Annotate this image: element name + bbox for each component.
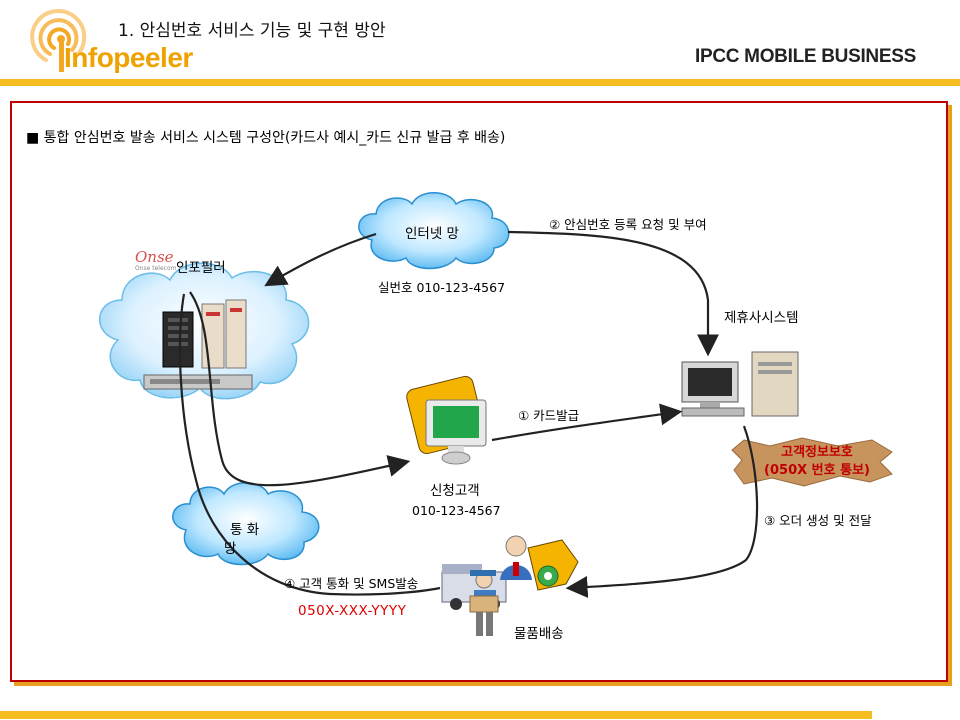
arrow-step3-to-delivery: [565, 425, 759, 598]
arrow-internet-to-infopeeler: [264, 232, 377, 287]
call-network-cloud-icon: [172, 482, 320, 566]
network-switch-icon: [143, 374, 253, 390]
delivery-label: 물품배송: [514, 626, 564, 642]
applicant-label: 신청고객: [430, 483, 480, 499]
partner-system-label: 제휴사시스템: [724, 310, 799, 326]
section-title: ■ 통합 안심번호 발송 서비스 시스템 구성안(카드사 예시_카드 신규 발급…: [26, 130, 506, 146]
header-divider: [0, 79, 960, 86]
infopeeler-label: 인포필러: [176, 260, 226, 276]
applicant-kiosk-icon: [406, 375, 487, 465]
internet-cloud-label: 인터넷 망: [405, 226, 459, 242]
safe-number-label: 050X-XXX-YYYY: [298, 603, 407, 619]
line-call-to-delivery: [178, 293, 441, 596]
privacy-stamp-icon: [731, 437, 893, 487]
real-number-label: 실번호 010-123-4567: [378, 280, 506, 295]
call-cloud-label-1: 통 화: [230, 522, 260, 538]
delivery-person-icon: [469, 570, 499, 636]
arrow-infopeeler-to-applicant: [189, 291, 411, 487]
partner-computer-icon: [681, 351, 799, 417]
customer-service-agent-icon: [500, 535, 579, 591]
privacy-stamp-label: 고객정보보호 (050X 번호 통보): [764, 445, 870, 478]
applicant-number-label: 010-123-4567: [412, 503, 501, 518]
footer-divider: [0, 711, 872, 719]
step1-label: ① 카드발급: [518, 408, 580, 423]
onse-logo: Onse Onse telecom: [135, 248, 177, 273]
arrow-step2-to-partner: [507, 230, 719, 357]
logo-text: Infopeeler: [64, 42, 193, 73]
page-title: 1. 안심번호 서비스 기능 및 구현 방안: [118, 21, 386, 41]
arrow-step1-to-partner: [491, 403, 683, 442]
step2-label: ② 안심번호 등록 요청 및 부여: [549, 217, 707, 232]
logo-mark-icon: [30, 9, 87, 72]
call-cloud-label-2: 망: [224, 541, 237, 557]
step3-label: ③ 오더 생성 및 전달: [764, 513, 872, 528]
server-rack-icon: [162, 311, 194, 368]
brand-title: IPCC MOBILE BUSINESS: [695, 46, 916, 67]
step4-label: ④ 고객 통화 및 SMS발송: [284, 576, 419, 591]
internet-cloud-icon: [358, 192, 510, 270]
